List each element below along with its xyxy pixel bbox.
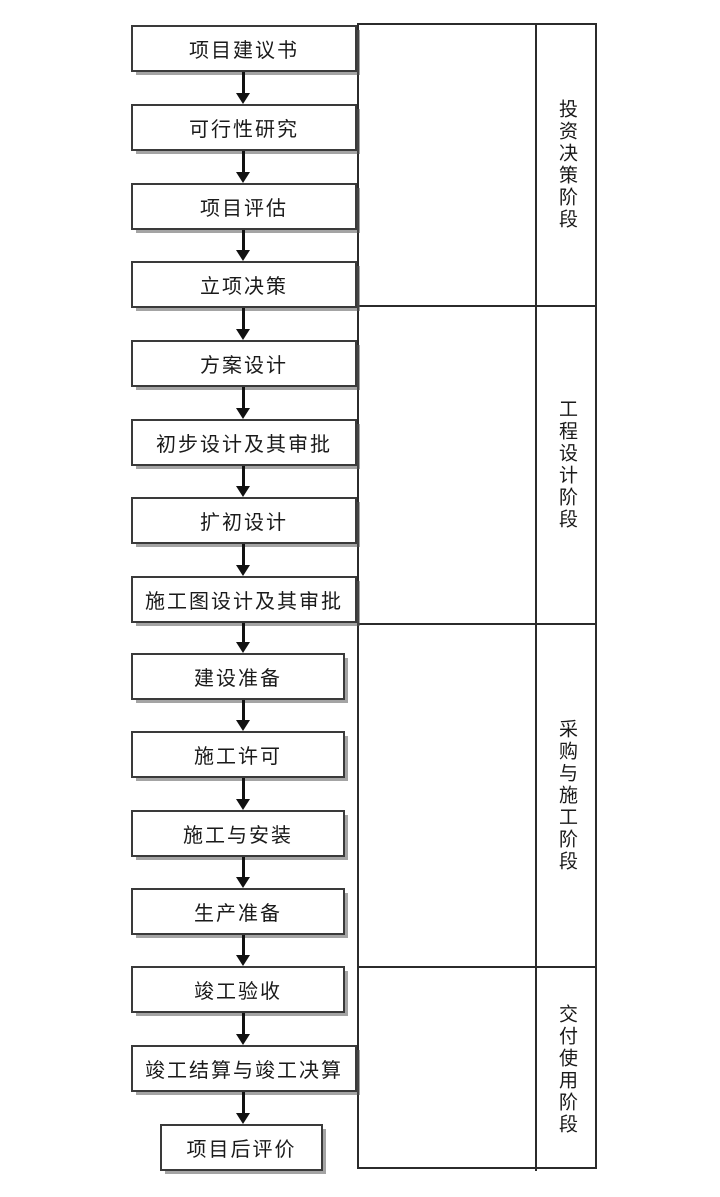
flow-step-label: 立项决策 [200,274,288,298]
phase-row-4: 交付使用阶段 [359,966,595,1171]
arrow-5-to-6 [236,387,250,419]
phase-label-cell-3: 采购与施工阶段 [537,625,595,966]
flow-step-preliminary-design-approval[interactable]: 初步设计及其审批 [131,419,357,466]
arrow-14-to-15 [236,1092,250,1124]
flow-step-label: 竣工结算与竣工决算 [145,1058,343,1082]
flow-step-completion-acceptance[interactable]: 竣工验收 [131,966,345,1013]
phase-row-2: 工程设计阶段 [359,305,595,623]
flow-step-project-appraisal[interactable]: 项目评估 [131,183,357,230]
flow-step-project-proposal[interactable]: 项目建议书 [131,25,357,72]
phase-row-1: 投资决策阶段 [359,25,595,305]
arrow-8-to-9 [236,623,250,653]
phase-table: 投资决策阶段 工程设计阶段 采购与施工阶段 交付使用阶段 [357,23,597,1171]
arrow-12-to-13 [236,935,250,966]
flow-step-scheme-design[interactable]: 方案设计 [131,340,357,387]
phase-label-1: 投资决策阶段 [555,99,578,231]
arrow-13-to-14 [236,1013,250,1045]
phase-blank-cell-2 [359,307,535,623]
phase-column-divider-4 [535,968,537,1171]
flow-step-label: 建设准备 [194,666,282,690]
arrow-11-to-12 [236,857,250,888]
flow-step-construction-permit[interactable]: 施工许可 [131,731,345,778]
flow-step-label: 方案设计 [200,353,288,377]
phase-blank-cell-4 [359,968,535,1171]
flow-step-label: 初步设计及其审批 [156,432,332,456]
flow-step-construction-preparation[interactable]: 建设准备 [131,653,345,700]
flow-step-label: 竣工验收 [194,979,282,1003]
arrow-9-to-10 [236,700,250,731]
phase-blank-cell-1 [359,25,535,305]
flow-step-label: 施工与安装 [183,823,293,847]
arrow-3-to-4 [236,230,250,261]
flow-step-extended-preliminary-design[interactable]: 扩初设计 [131,497,357,544]
phase-column-divider-2 [535,307,537,623]
flow-step-label: 生产准备 [194,901,282,925]
phase-label-cell-2: 工程设计阶段 [537,307,595,623]
flow-step-production-preparation[interactable]: 生产准备 [131,888,345,935]
flow-step-construction-drawing-design-approval[interactable]: 施工图设计及其审批 [131,576,357,623]
phase-label-cell-1: 投资决策阶段 [537,25,595,305]
flow-step-project-approval-decision[interactable]: 立项决策 [131,261,357,308]
flow-step-label: 施工许可 [194,744,282,768]
phase-column-divider-3 [535,625,537,966]
flow-step-label: 施工图设计及其审批 [145,589,343,613]
flow-step-final-settlement-and-accounts[interactable]: 竣工结算与竣工决算 [131,1045,357,1092]
arrow-1-to-2 [236,72,250,104]
flow-step-label: 项目后评价 [186,1137,297,1161]
flow-step-label: 扩初设计 [200,510,288,534]
phase-label-cell-4: 交付使用阶段 [537,968,595,1171]
flow-step-feasibility-study[interactable]: 可行性研究 [131,104,357,151]
flow-step-label: 可行性研究 [189,117,299,141]
flow-step-post-project-evaluation[interactable]: 项目后评价 [160,1124,323,1171]
phase-label-4: 交付使用阶段 [555,1003,578,1136]
arrow-2-to-3 [236,151,250,183]
arrow-10-to-11 [236,778,250,810]
arrow-4-to-5 [236,308,250,340]
phase-row-3: 采购与施工阶段 [359,623,595,966]
flow-step-construction-and-installation[interactable]: 施工与安装 [131,810,345,857]
flow-step-label: 项目评估 [200,196,288,220]
phase-blank-cell-3 [359,625,535,966]
phase-label-3: 采购与施工阶段 [555,718,578,873]
phase-column-divider-1 [535,25,537,305]
arrow-6-to-7 [236,466,250,497]
phase-label-2: 工程设计阶段 [555,399,578,531]
flow-step-label: 项目建议书 [189,38,299,62]
arrow-7-to-8 [236,544,250,576]
